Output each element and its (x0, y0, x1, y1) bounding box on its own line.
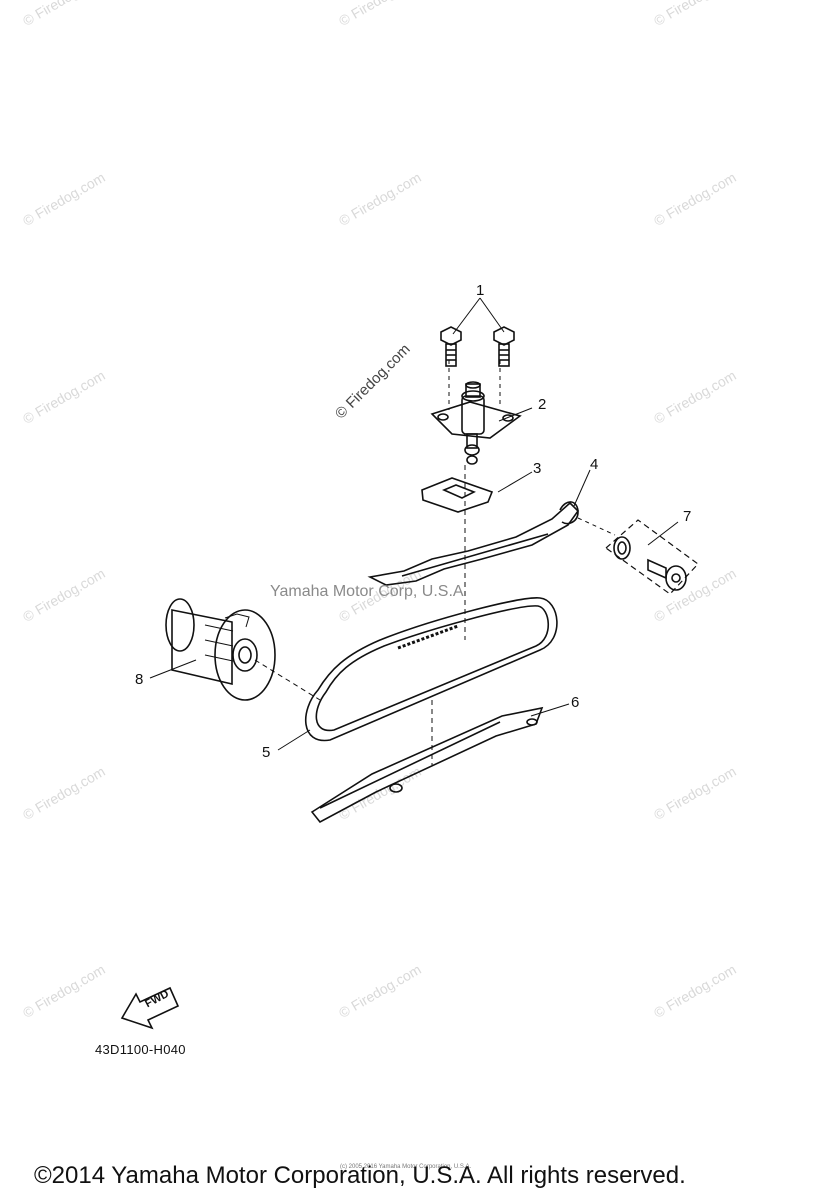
callout-6: 6 (571, 694, 580, 711)
gasket-part-3 (421, 477, 494, 513)
small-copyright: (c) 2005 2016 Yamaha Motor Corporation, … (340, 1164, 472, 1170)
callout-7: 7 (683, 508, 692, 525)
tensioner-part-2 (430, 381, 522, 465)
callout-2: 2 (538, 396, 547, 413)
cam-chain-part-5 (305, 597, 558, 742)
camshaft-part-8 (165, 598, 276, 701)
callout-8: 8 (135, 671, 144, 688)
callout-5: 5 (262, 744, 271, 761)
callout-1: 1 (476, 282, 485, 299)
callout-3: 3 (533, 460, 542, 477)
leader-lines (149, 297, 679, 765)
pivot-bolt-part-7 (605, 519, 699, 595)
fwd-arrow-icon (120, 986, 180, 1030)
bolt-part-1a (440, 326, 462, 367)
callout-4: 4 (590, 456, 599, 473)
chain-guide-part-4 (367, 501, 580, 586)
diagram-code: 43D1100-H040 (95, 1042, 186, 1057)
copyright-footer: ©2014 Yamaha Motor Corporation, U.S.A. A… (34, 1162, 686, 1189)
bolt-part-1b (493, 326, 515, 367)
chain-guide-part-6 (310, 706, 544, 824)
center-watermark: Yamaha Motor Corp, U.S.A (270, 583, 464, 600)
